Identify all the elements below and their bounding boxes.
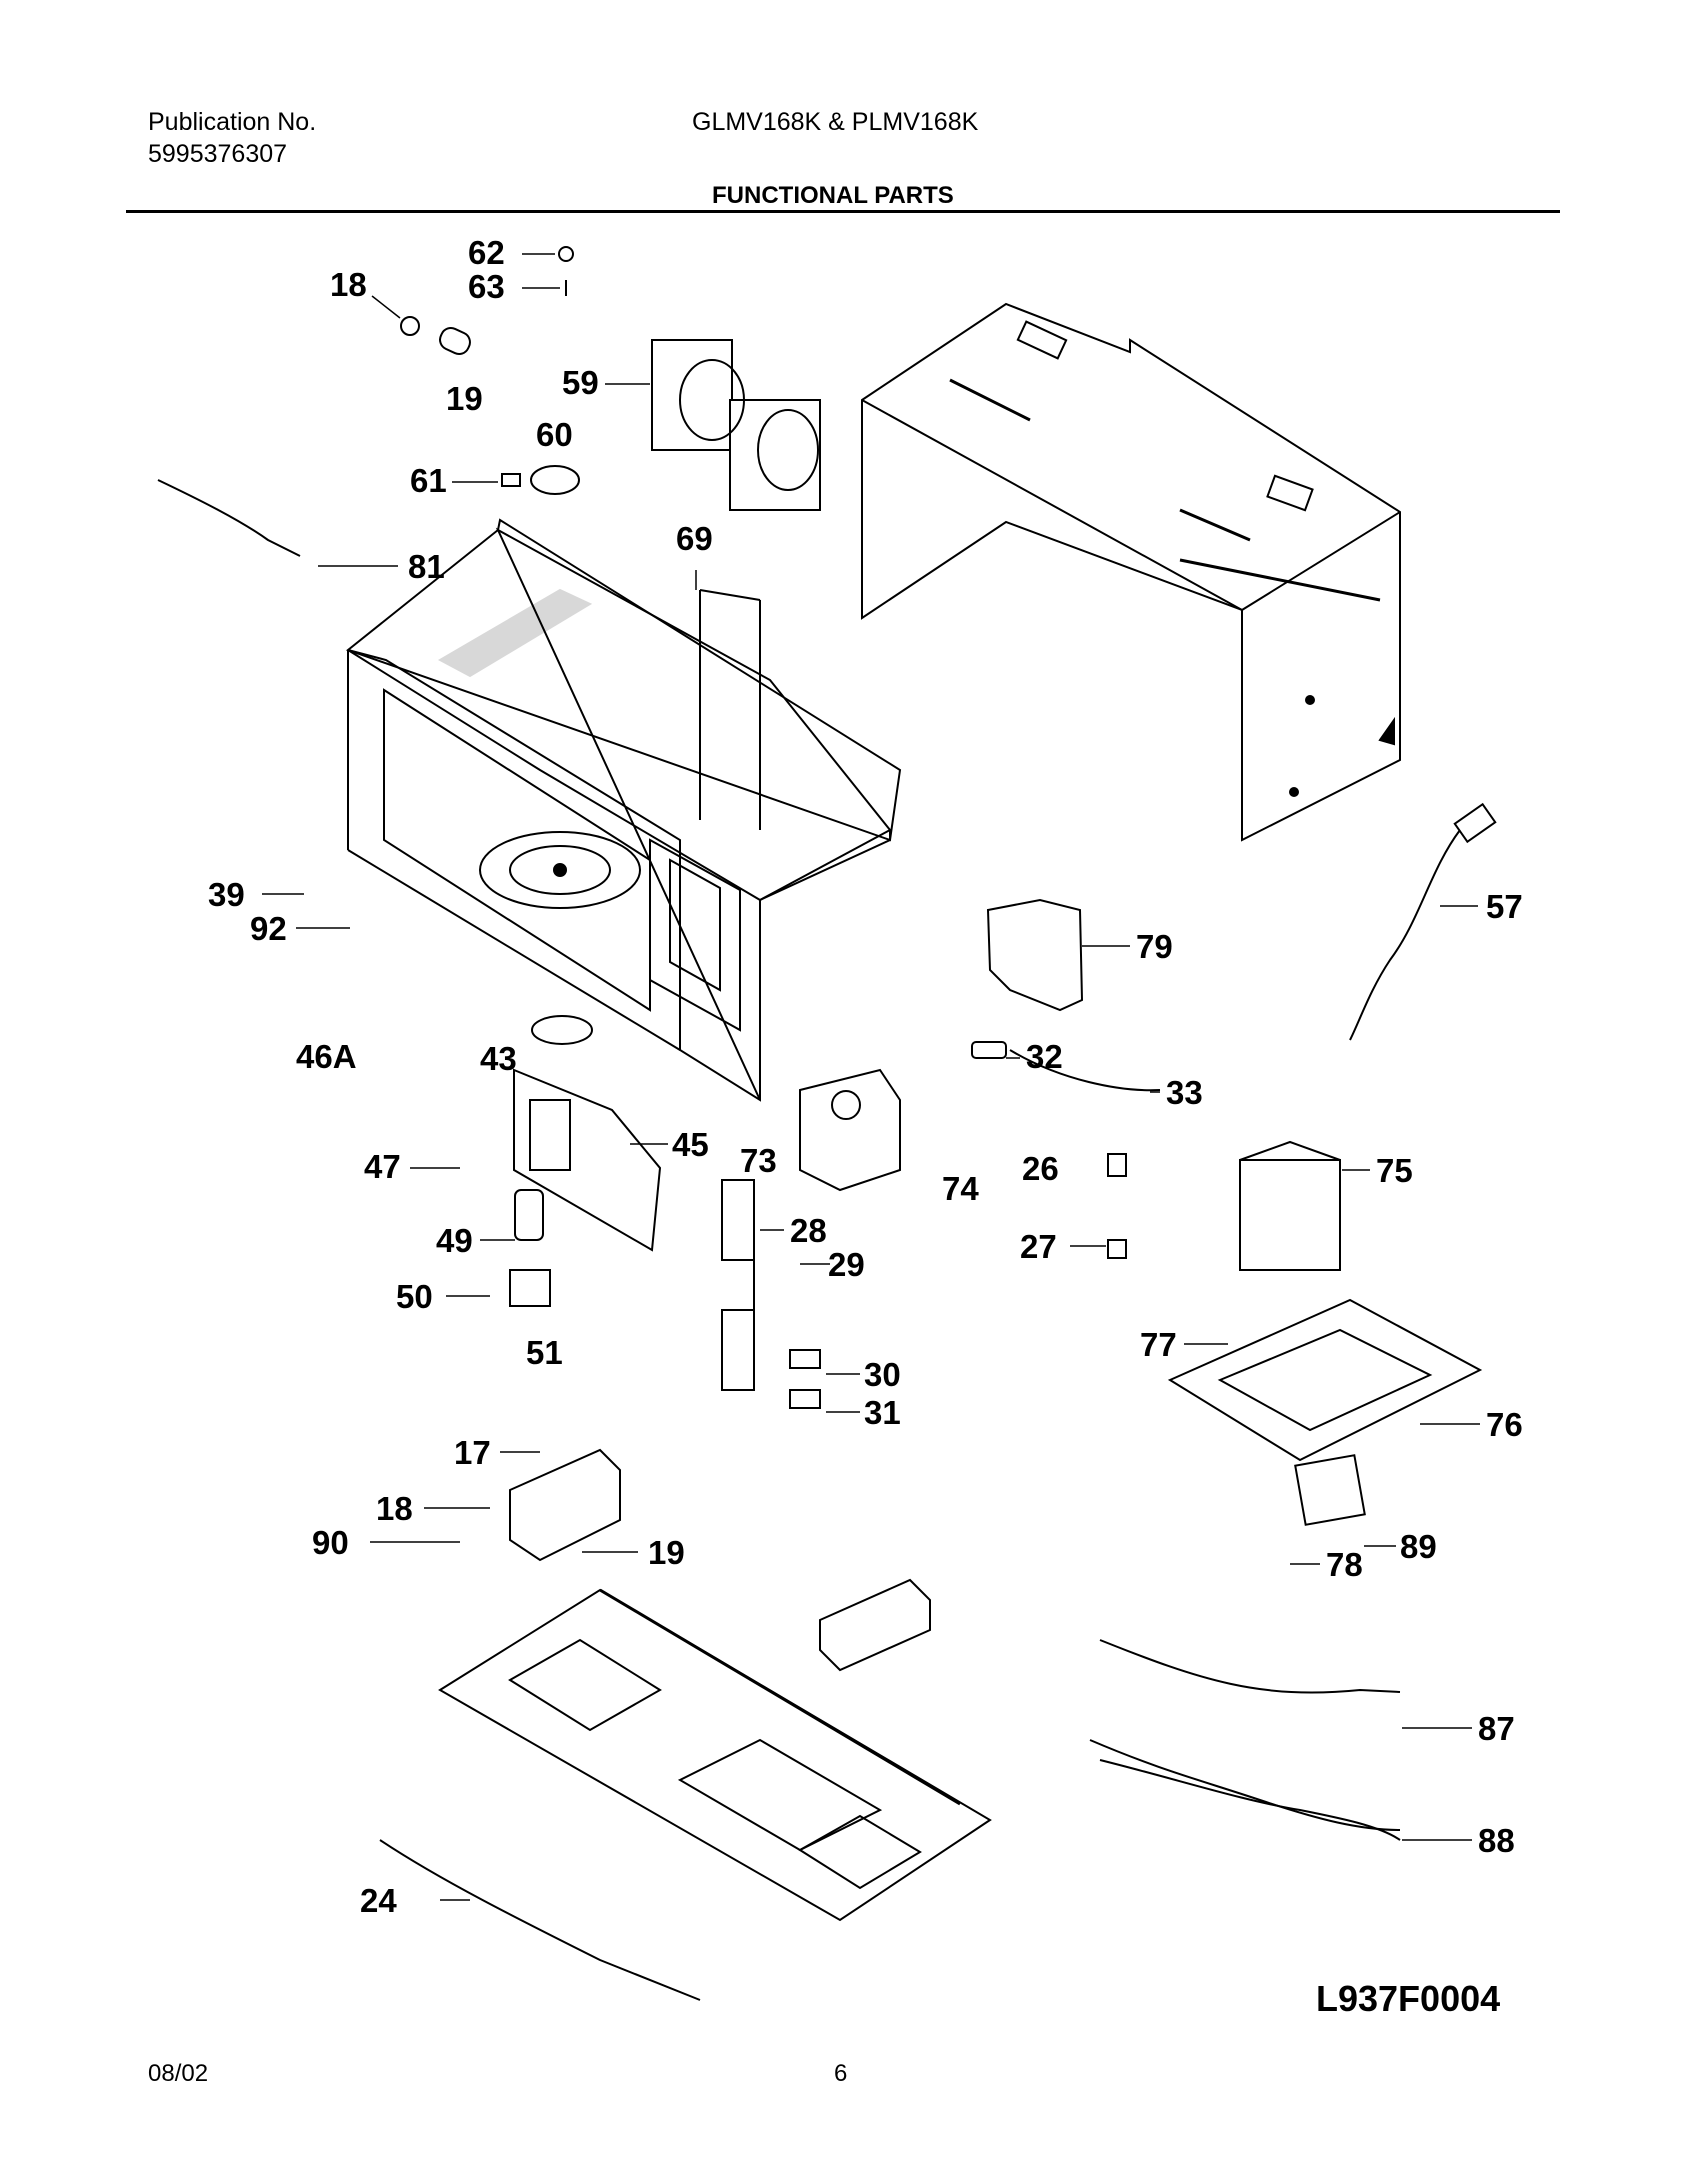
callout-33: 33: [1166, 1074, 1203, 1111]
drawing-code: L937F0004: [1316, 1978, 1501, 2019]
callout-31: 31: [864, 1394, 901, 1431]
parts-drawing: [157, 246, 1497, 2001]
callout-labels: 62 63 18 19 59 60 61 81 69 39 92 57 79 4…: [208, 234, 1523, 1919]
callout-61: 61: [410, 462, 447, 499]
callout-76: 76: [1486, 1406, 1523, 1443]
callout-49: 49: [436, 1222, 473, 1259]
bottom-plate: [438, 1588, 992, 1922]
lamp-bulb: [439, 326, 471, 356]
callout-75: 75: [1376, 1152, 1413, 1189]
callout-32: 32: [1026, 1038, 1063, 1075]
callout-78: 78: [1326, 1546, 1363, 1583]
stirrer-motor: [530, 465, 580, 495]
callout-81: 81: [408, 548, 445, 585]
lamp-housing: [509, 1448, 621, 1562]
outer-cabinet: [861, 302, 1401, 842]
callout-24: 24: [360, 1882, 397, 1919]
callout-28: 28: [790, 1212, 827, 1249]
thermistor-wire: [157, 479, 301, 557]
callout-74: 74: [942, 1170, 979, 1207]
callout-18-lower: 18: [376, 1490, 413, 1527]
callout-47: 47: [364, 1148, 401, 1185]
callout-87: 87: [1478, 1710, 1515, 1747]
callout-79: 79: [1136, 928, 1173, 965]
callout-43: 43: [480, 1040, 517, 1077]
callout-63: 63: [468, 268, 505, 305]
callout-27: 27: [1020, 1228, 1057, 1265]
thermal-switch: [501, 473, 521, 487]
callout-19: 19: [446, 380, 483, 417]
magnetron: [799, 1068, 901, 1192]
publication-label: Publication No.: [148, 108, 317, 136]
callout-73: 73: [740, 1142, 777, 1179]
callout-17: 17: [454, 1434, 491, 1471]
leader-lines: [262, 253, 1480, 1901]
page-number: 6: [834, 2060, 848, 2087]
callout-92: 92: [250, 910, 287, 947]
callout-46a: 46A: [296, 1038, 357, 1075]
callout-88: 88: [1478, 1822, 1515, 1859]
oven-cavity: [345, 518, 902, 1102]
callout-62: 62: [468, 234, 505, 271]
control-bracket: [986, 898, 1084, 1012]
callout-77: 77: [1140, 1326, 1177, 1363]
lamp-socket: [400, 316, 420, 336]
callout-60: 60: [536, 416, 573, 453]
callout-89: 89: [1400, 1528, 1437, 1565]
callout-26: 26: [1022, 1150, 1059, 1187]
model-numbers: GLMV168K & PLMV168K: [692, 108, 979, 136]
callout-29: 29: [828, 1246, 865, 1283]
callout-45: 45: [672, 1126, 709, 1163]
publication-number: 5995376307: [148, 140, 288, 168]
door-latch-assembly: [721, 1179, 821, 1409]
header-rule: [126, 210, 1560, 213]
base-plate: [1167, 1298, 1483, 1526]
callout-69: 69: [676, 520, 713, 557]
fan-assembly: [651, 339, 821, 511]
callout-30: 30: [864, 1356, 901, 1393]
callout-18: 18: [330, 266, 367, 303]
callout-90: 90: [312, 1524, 349, 1561]
callout-51: 51: [526, 1334, 563, 1371]
callout-59: 59: [562, 364, 599, 401]
control-panel: [513, 1068, 662, 1252]
publication-date: 08/02: [148, 2060, 209, 2087]
transformer: [1239, 1140, 1341, 1271]
section-title: FUNCTIONAL PARTS: [712, 182, 954, 209]
callout-50: 50: [396, 1278, 433, 1315]
callout-57: 57: [1486, 888, 1523, 925]
lamp-housing-right: [819, 1578, 931, 1672]
callout-19-lower: 19: [648, 1534, 685, 1571]
callout-39: 39: [208, 876, 245, 913]
